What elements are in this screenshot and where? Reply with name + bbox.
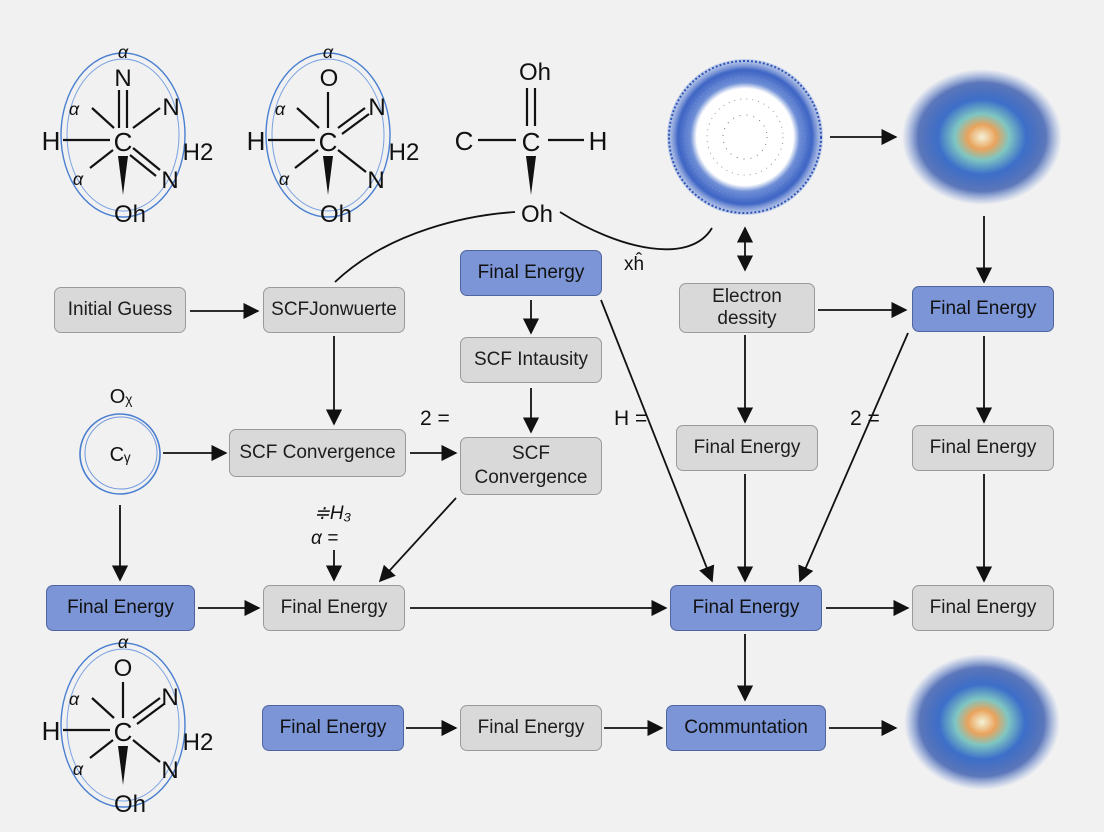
svg-text:O: O <box>320 65 339 92</box>
svg-text:H2: H2 <box>183 139 214 166</box>
annotation-two-equals-right: 2 = <box>850 407 880 430</box>
svg-text:α: α <box>275 99 286 119</box>
svg-text:Oh: Oh <box>114 791 146 818</box>
node-final-energy-row4-a[interactable]: Final Energy <box>46 585 195 631</box>
node-communtation[interactable]: Communtation <box>666 705 826 751</box>
node-scf-intausity[interactable]: SCF Intausity <box>460 337 602 383</box>
electron-cloud-image-top <box>902 69 1062 205</box>
node-scf-jonwuerte[interactable]: SCFJonwuerte <box>263 287 405 333</box>
svg-text:H: H <box>589 126 608 156</box>
node-final-energy-row5-b[interactable]: Final Energy <box>460 705 602 751</box>
svg-text:C: C <box>455 126 474 156</box>
svg-text:α: α <box>118 42 129 62</box>
svg-text:O: O <box>114 655 133 682</box>
svg-text:N: N <box>114 65 131 92</box>
svg-text:N: N <box>367 167 384 194</box>
orbital-ring-symbol: Oᵪ Cᵧ <box>79 386 161 495</box>
node-final-energy-mid-right[interactable]: Final Energy <box>912 425 1054 471</box>
svg-text:H2: H2 <box>183 729 214 756</box>
svg-text:Oᵪ: Oᵪ <box>110 386 133 408</box>
svg-text:C: C <box>114 717 133 747</box>
svg-text:α: α <box>279 169 290 189</box>
node-final-energy-right-top[interactable]: Final Energy <box>912 286 1054 332</box>
node-final-energy-row4-d[interactable]: Final Energy <box>912 585 1054 631</box>
svg-text:H: H <box>42 716 61 746</box>
svg-text:C: C <box>319 127 338 157</box>
molecule-structure-2: α O α H C N H2 N α Oh <box>247 42 420 228</box>
svg-text:Oh: Oh <box>521 201 553 228</box>
node-scf-convergence-mid[interactable]: SCF Convergence <box>460 437 602 495</box>
orbital-disc-image <box>667 59 823 215</box>
svg-text:α: α <box>73 759 84 779</box>
node-final-energy-mid-center[interactable]: Final Energy <box>676 425 818 471</box>
svg-text:α: α <box>73 169 84 189</box>
svg-text:N: N <box>161 167 178 194</box>
node-electron-density[interactable]: Electron dessity <box>679 283 815 333</box>
svg-text:H: H <box>247 126 266 156</box>
svg-text:α: α <box>69 689 80 709</box>
molecule-structure-1: α N α H C N H2 N α Oh <box>42 42 214 228</box>
svg-text:α: α <box>323 42 334 62</box>
svg-text:Oh: Oh <box>320 201 352 228</box>
molecule-structure-3: Oh C C H Oh <box>455 59 608 228</box>
node-final-energy-row5-a[interactable]: Final Energy <box>262 705 404 751</box>
molecule-structure-4: α O α H C N H2 N α Oh <box>42 632 214 818</box>
svg-text:Cᵧ: Cᵧ <box>110 444 131 466</box>
svg-text:α: α <box>69 99 80 119</box>
svg-text:N: N <box>162 94 179 121</box>
annotation-alpha-equals: α = <box>311 528 339 549</box>
svg-text:H2: H2 <box>389 139 420 166</box>
svg-text:α: α <box>118 632 129 652</box>
node-final-energy-row4-c[interactable]: Final Energy <box>670 585 822 631</box>
node-final-energy-top[interactable]: Final Energy <box>460 250 602 296</box>
node-scf-convergence-left[interactable]: SCF Convergence <box>229 429 406 477</box>
svg-text:Oh: Oh <box>114 201 146 228</box>
svg-text:N: N <box>161 684 178 711</box>
svg-text:N: N <box>368 94 385 121</box>
electron-cloud-image-bottom <box>904 654 1060 790</box>
annotation-two-equals-left: 2 = <box>420 407 450 430</box>
svg-text:C: C <box>114 127 133 157</box>
svg-text:N: N <box>161 757 178 784</box>
annotation-h3: ≑H₃ <box>314 503 352 524</box>
annotation-xh: xĥ <box>624 254 645 275</box>
node-initial-guess[interactable]: Initial Guess <box>54 287 186 333</box>
svg-text:Oh: Oh <box>519 59 551 86</box>
svg-text:C: C <box>522 127 541 157</box>
svg-text:H: H <box>42 126 61 156</box>
annotation-h-equals: H = <box>614 407 648 430</box>
node-final-energy-row4-b[interactable]: Final Energy <box>263 585 405 631</box>
